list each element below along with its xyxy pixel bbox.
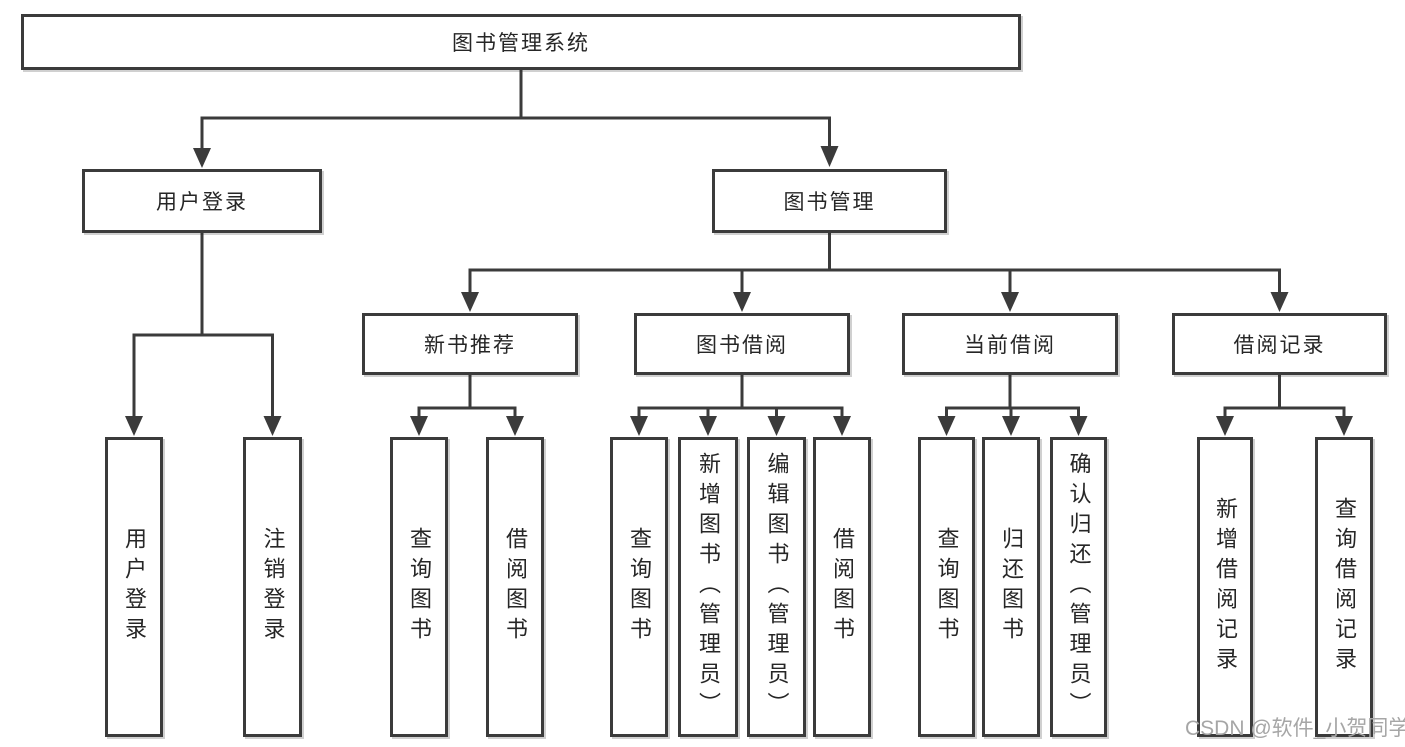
node-leaf-confirm-return-admin: 确认归还（管理员） (1050, 437, 1107, 737)
node-leaf-query-books-recommend-label: 查询图书 (407, 527, 432, 647)
connector-user-login-to-leaves (132, 233, 274, 418)
node-borrow-records: 借阅记录 (1172, 313, 1387, 375)
node-leaf-edit-books-admin-label: 编辑图书（管理员） (764, 452, 790, 722)
node-book-management-label: 图书管理 (783, 191, 876, 214)
connector-current-borrow-to-leaves (945, 375, 1080, 418)
connector-new-book-recommend-to-leaves (417, 375, 517, 418)
node-new-book-recommend-label: 新书推荐 (424, 334, 516, 357)
connector-root-to-level2 (200, 70, 831, 150)
node-user-login-label: 用户登录 (156, 191, 248, 214)
node-leaf-query-borrow-record-label: 查询借阅记录 (1332, 497, 1357, 677)
connector-book-management-to-level3 (468, 233, 1281, 294)
node-user-login: 用户登录 (82, 169, 322, 233)
node-leaf-add-borrow-record: 新增借阅记录 (1197, 437, 1253, 737)
node-book-management: 图书管理 (712, 169, 947, 233)
node-leaf-query-borrow-record: 查询借阅记录 (1315, 437, 1373, 737)
watermark: CSDN @软件_小贺同学 (1185, 717, 1405, 740)
node-leaf-query-books-recommend: 查询图书 (390, 437, 448, 737)
node-leaf-borrow-books-label: 借阅图书 (830, 527, 855, 647)
node-root: 图书管理系统 (21, 14, 1021, 70)
connector-borrow-records-to-leaves (1223, 375, 1346, 418)
node-leaf-user-login-label: 用户登录 (122, 527, 147, 647)
node-leaf-query-books-borrow: 查询图书 (610, 437, 668, 737)
node-book-borrow-label: 图书借阅 (696, 334, 788, 357)
node-new-book-recommend: 新书推荐 (362, 313, 578, 375)
node-leaf-return-books: 归还图书 (982, 437, 1040, 737)
node-leaf-borrow-books-recommend-label: 借阅图书 (503, 527, 528, 647)
node-leaf-add-books-admin: 新增图书（管理员） (678, 437, 738, 737)
node-leaf-return-books-label: 归还图书 (999, 527, 1024, 647)
node-leaf-query-books-borrow-label: 查询图书 (627, 527, 652, 647)
node-current-borrow-label: 当前借阅 (964, 334, 1056, 357)
node-leaf-confirm-return-admin-label: 确认归还（管理员） (1066, 452, 1092, 722)
node-leaf-add-books-admin-label: 新增图书（管理员） (696, 452, 721, 722)
node-current-borrow: 当前借阅 (902, 313, 1118, 375)
node-leaf-borrow-books-recommend: 借阅图书 (486, 437, 544, 737)
node-book-borrow: 图书借阅 (634, 313, 850, 375)
node-leaf-add-borrow-record-label: 新增借阅记录 (1213, 497, 1238, 677)
node-leaf-logout-label: 注销登录 (260, 527, 286, 647)
node-leaf-user-login: 用户登录 (105, 437, 163, 737)
node-leaf-query-books-current-label: 查询图书 (934, 527, 960, 647)
connector-book-borrow-to-leaves (637, 375, 844, 418)
node-leaf-borrow-books: 借阅图书 (813, 437, 871, 737)
node-leaf-logout: 注销登录 (243, 437, 302, 737)
node-root-label: 图书管理系统 (452, 32, 590, 55)
node-borrow-records-label: 借阅记录 (1233, 334, 1326, 357)
node-leaf-edit-books-admin: 编辑图书（管理员） (747, 437, 806, 737)
node-leaf-query-books-current: 查询图书 (918, 437, 975, 737)
